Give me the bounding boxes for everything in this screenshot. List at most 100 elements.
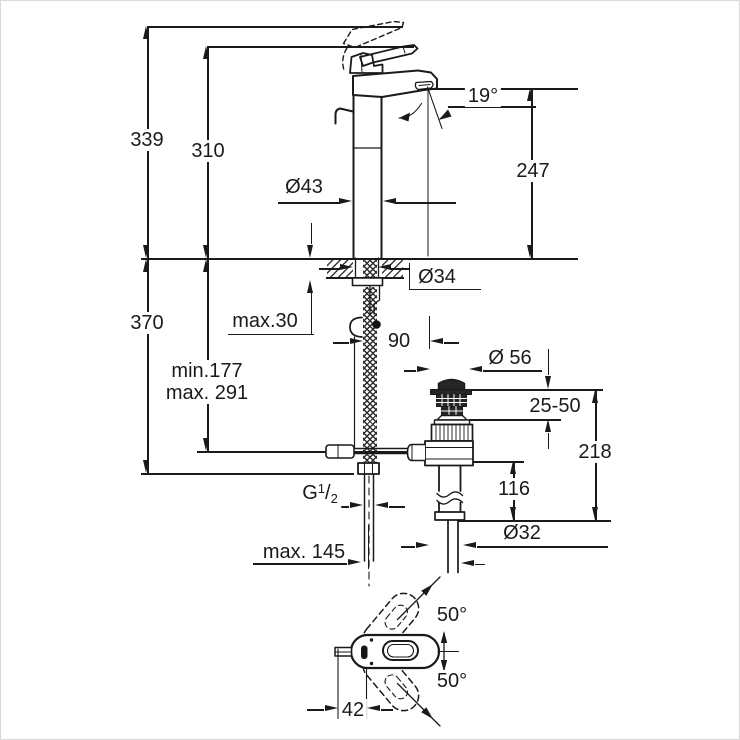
dim-spout-height: 247 <box>513 160 553 182</box>
label-box-line <box>409 263 411 289</box>
shank-thread-texture <box>363 259 377 278</box>
pull-rod-knob <box>334 107 354 125</box>
arrowhead <box>307 280 314 293</box>
dim-body-height: 310 <box>188 140 228 162</box>
dim-swivel-top: 50° <box>433 604 471 626</box>
dim-swivel-bottom: 50° <box>433 670 471 692</box>
reference-line <box>458 520 611 522</box>
arrowhead <box>527 88 534 101</box>
arrowhead <box>348 559 361 566</box>
dimension-line-32 <box>477 546 608 548</box>
arrowhead <box>203 259 210 272</box>
arrowhead <box>527 245 534 258</box>
drain-tailpipe <box>434 464 466 574</box>
faucet-spout <box>352 69 438 98</box>
dimension-line-56 <box>404 370 416 372</box>
extension-line <box>311 293 313 334</box>
arrowhead <box>592 390 599 403</box>
dim-tailpipe-height: 116 <box>495 478 533 500</box>
dimension-line-2550 <box>548 349 550 375</box>
arrowhead <box>463 542 476 549</box>
pop-up-drain <box>406 378 474 467</box>
mounting-shank <box>351 257 384 315</box>
arrowhead <box>203 245 210 258</box>
arrowhead <box>417 366 430 373</box>
dim-thread-size: G1/2 <box>299 478 341 510</box>
extension-line <box>434 88 578 90</box>
dimension-line-g12 <box>389 506 405 508</box>
spout-angle-annotation <box>398 86 452 257</box>
arrowhead <box>350 338 363 345</box>
pop-up-pull-rod <box>349 316 363 448</box>
faucet-column <box>352 94 383 259</box>
arrowhead <box>545 376 552 389</box>
arrowhead <box>383 198 396 205</box>
arrowhead <box>416 542 429 549</box>
arrowhead <box>592 507 599 520</box>
dimension-line-hose <box>207 259 209 451</box>
dimension-line-32b <box>475 564 485 566</box>
arrowhead <box>325 705 338 712</box>
reference-line <box>462 461 524 463</box>
arrowhead <box>510 461 517 474</box>
dimension-line-43 <box>395 202 456 204</box>
label-box-line <box>409 289 481 291</box>
dimension-line-34 <box>319 268 340 270</box>
arrowhead <box>545 419 552 432</box>
arrowhead <box>203 438 210 451</box>
dim-hose-max: max. 291 <box>165 382 249 404</box>
waste-linkage-rod <box>325 444 412 459</box>
dim-clamp-range: 25-50 <box>526 395 584 417</box>
swivel-dimension-marks <box>396 576 460 727</box>
dim-projection: max. 145 <box>259 541 349 563</box>
arrowhead <box>469 366 482 373</box>
arrowhead <box>510 507 517 520</box>
dimension-line-56 <box>483 370 542 372</box>
dim-total-height: 339 <box>127 129 167 151</box>
dim-spout-angle: 19° <box>464 85 502 107</box>
dim-drain-height: 218 <box>575 441 615 463</box>
top-view-slot <box>382 640 419 661</box>
extension-line <box>207 46 414 48</box>
arrowhead <box>339 198 352 205</box>
reference-line <box>197 451 421 453</box>
arrowhead <box>378 264 391 271</box>
extension-line <box>147 26 403 28</box>
dimension-line-145 <box>253 563 347 565</box>
reference-line <box>141 473 354 475</box>
reference-line <box>471 389 603 391</box>
dimension-line-42 <box>381 709 393 711</box>
handle-marker <box>361 645 368 659</box>
reference-line <box>469 419 561 421</box>
arrowhead <box>375 502 388 509</box>
extension-line <box>429 316 431 349</box>
arrowhead <box>461 560 474 567</box>
faucet-handle <box>349 44 419 74</box>
dim-hose-range: min.177 max. 291 <box>162 360 252 404</box>
dimension-line-90 <box>333 342 349 344</box>
extension-line <box>311 223 313 244</box>
dimension-line-34 <box>390 268 409 270</box>
dim-drain-offset: 90 <box>384 330 414 352</box>
counter-top-line <box>141 258 578 260</box>
dimension-line-43 <box>278 202 340 204</box>
label-box-line <box>228 334 314 336</box>
hose-ball-joint <box>372 320 381 329</box>
dim-shank-diameter: Ø34 <box>415 266 459 288</box>
dim-below-deck: 370 <box>127 312 167 334</box>
dim-flange-diameter: Ø 56 <box>485 347 535 369</box>
dimension-line-370 <box>147 259 149 473</box>
arrowhead <box>307 245 314 258</box>
extension-line <box>368 525 370 569</box>
arrowhead <box>430 338 443 345</box>
dim-deck-thickness: max.30 <box>229 310 301 332</box>
dimension-line-42 <box>307 709 324 711</box>
dimension-line-32 <box>401 546 415 548</box>
dim-pipe-diameter: Ø32 <box>500 522 544 544</box>
dim-lever-offset: 42 <box>338 699 368 721</box>
arrowhead <box>203 46 210 59</box>
top-view <box>334 576 460 727</box>
arrowhead <box>367 705 380 712</box>
arrowhead <box>340 264 353 271</box>
arrowhead <box>143 245 150 258</box>
